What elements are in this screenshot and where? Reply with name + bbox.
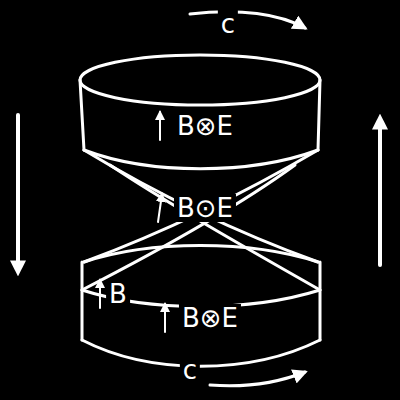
ribbon-edge [110,165,320,290]
field-arrow [158,194,162,222]
ribbon-edge [82,165,295,290]
flow-arrow [16,115,20,270]
flow-arrow [378,120,382,265]
field-label: B⊙E [174,194,236,222]
top-rim [80,55,320,105]
bottom-left-side [81,262,84,340]
top-left-side [80,80,84,150]
rotation-arrow [190,12,305,28]
field-label: B [106,280,130,308]
top-lower-edge [84,150,318,169]
speed-label: c [180,356,200,384]
bottom-back-edge [84,246,318,263]
field-label: B⊗E [179,304,241,332]
bottom-right-side [319,262,322,340]
bottom-lower-front [82,340,320,366]
top-right-side [318,80,320,150]
rotation-arrow [210,372,305,386]
field-arrow [99,280,101,308]
speed-label: c [218,10,238,38]
field-arrow [164,304,166,332]
field-label: B⊗E [174,112,236,140]
ribbon-edge [84,150,318,262]
field-arrow [159,112,161,140]
ribbon-edge [84,150,318,262]
